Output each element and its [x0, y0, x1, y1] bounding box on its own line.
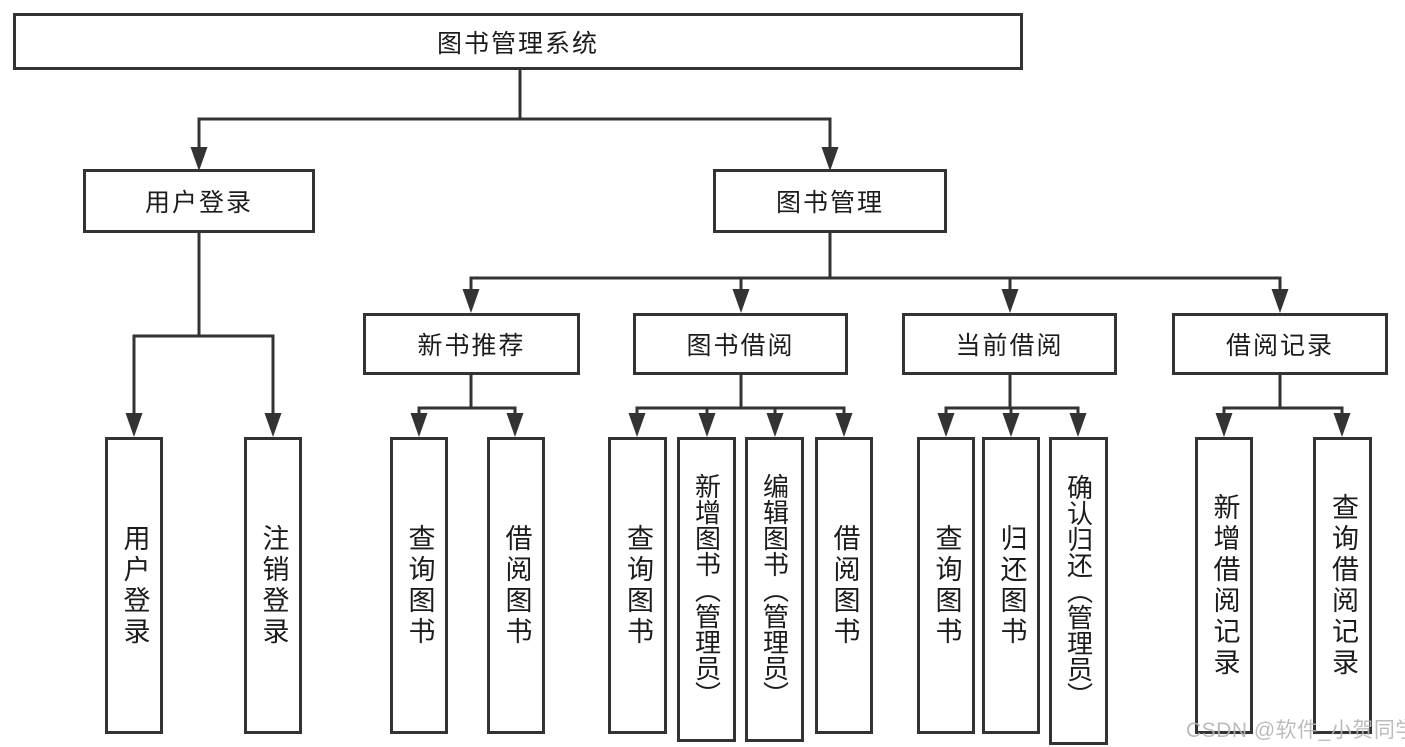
- leaf-return-books: 归还图书: [982, 437, 1040, 734]
- node-new-book-recommend: 新书推荐: [363, 313, 580, 375]
- node-book-management: 图书管理: [713, 169, 947, 233]
- node-current-borrow: 当前借阅: [902, 313, 1117, 375]
- node-book-borrow: 图书借阅: [633, 313, 848, 375]
- csdn-watermark: CSDN @软件_小贺同学: [1186, 719, 1405, 742]
- node-library-system: 图书管理系统: [13, 13, 1023, 70]
- leaf-query-books-recommend: 查询图书: [390, 437, 448, 734]
- leaf-borrow-books-recommend: 借阅图书: [487, 437, 545, 734]
- node-borrow-records: 借阅记录: [1172, 313, 1388, 375]
- node-user-login: 用户登录: [83, 169, 315, 233]
- leaf-add-borrow-record: 新增借阅记录: [1195, 437, 1253, 734]
- leaf-query-borrow-record: 查询借阅记录: [1313, 437, 1372, 734]
- leaf-confirm-return-admin: 确认归还（管理员）: [1049, 437, 1108, 745]
- leaf-user-login: 用户登录: [105, 437, 163, 734]
- leaf-edit-books-admin: 编辑图书（管理员）: [745, 437, 804, 742]
- leaf-logout: 注销登录: [244, 437, 302, 734]
- leaf-query-books-borrow: 查询图书: [608, 437, 667, 734]
- leaf-query-books-current: 查询图书: [917, 437, 975, 734]
- leaf-borrow-books: 借阅图书: [815, 437, 873, 734]
- leaf-add-books-admin: 新增图书（管理员）: [677, 437, 736, 742]
